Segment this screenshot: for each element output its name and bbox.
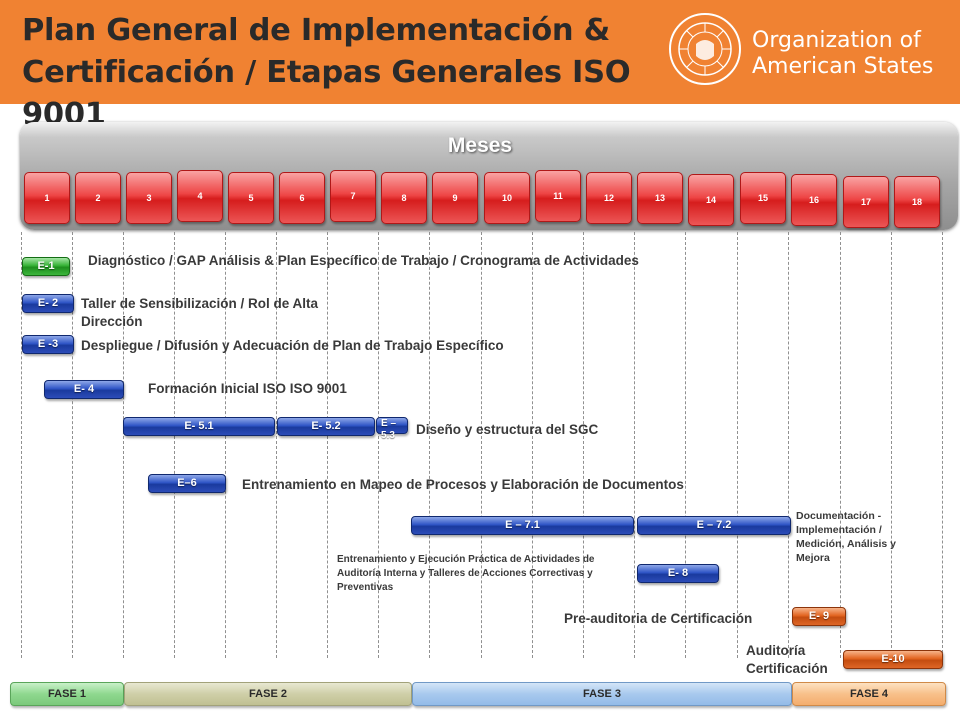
- stage-e10-label: Auditoría Certificación: [746, 643, 828, 676]
- stage-e2-label: Taller de Sensibilización / Rol de Alta …: [81, 296, 319, 329]
- stage-e5-1: E- 5.1: [123, 417, 275, 436]
- stage-e2: E- 2: [22, 294, 74, 313]
- month-divider: [685, 232, 686, 658]
- month-divider: [123, 232, 124, 658]
- stage-e9-label: Pre-auditoria de Certificación: [564, 611, 753, 626]
- month-divider: [583, 232, 584, 658]
- organization-name: Organization of American States: [752, 28, 933, 80]
- month-5: 5: [228, 172, 274, 224]
- month-13: 13: [637, 172, 683, 224]
- stage-e3-label: Despliegue / Difusión y Adecuación de Pl…: [81, 338, 504, 353]
- month-divider: [378, 232, 379, 658]
- month-10: 10: [484, 172, 530, 224]
- header-banner: [0, 0, 960, 104]
- month-1: 1: [24, 172, 70, 224]
- month-9: 9: [432, 172, 478, 224]
- phase-2: FASE 2: [124, 682, 412, 706]
- stage-e6: E–6: [148, 474, 226, 493]
- month-divider: [225, 232, 226, 658]
- month-divider: [788, 232, 789, 658]
- month-6: 6: [279, 172, 325, 224]
- month-divider: [737, 232, 738, 658]
- month-divider: [891, 232, 892, 658]
- month-14: 14: [688, 174, 734, 226]
- month-divider: [532, 232, 533, 658]
- month-16: 16: [791, 174, 837, 226]
- stage-e5-3-label: Diseño y estructura del SGC: [416, 422, 599, 437]
- org-name-line1: Organization of: [752, 28, 921, 53]
- month-2: 2: [75, 172, 121, 224]
- month-12: 12: [586, 172, 632, 224]
- month-divider: [72, 232, 73, 658]
- month-17: 17: [843, 176, 889, 228]
- month-18: 18: [894, 176, 940, 228]
- stage-e4: E- 4: [44, 380, 124, 399]
- stage-e5-2: E- 5.2: [277, 417, 375, 436]
- month-divider: [21, 232, 22, 658]
- month-divider: [840, 232, 841, 658]
- stage-e6-label: Entrenamiento en Mapeo de Procesos y Ela…: [242, 477, 684, 492]
- months-label: Meses: [447, 134, 513, 157]
- month-divider: [942, 232, 943, 658]
- phase-4: FASE 4: [792, 682, 946, 706]
- month-8: 8: [381, 172, 427, 224]
- stage-e7-2-label: Documentación - Implementación / Medició…: [796, 510, 896, 564]
- month-11: 11: [535, 170, 581, 222]
- stage-e9: E- 9: [792, 607, 846, 626]
- month-7: 7: [330, 170, 376, 222]
- phase-1: FASE 1: [10, 682, 124, 706]
- oas-seal-icon: [668, 12, 742, 86]
- phase-3: FASE 3: [412, 682, 792, 706]
- month-divider: [481, 232, 482, 658]
- month-divider: [327, 232, 328, 658]
- stage-e7-1: E – 7.1: [411, 516, 634, 535]
- stage-e3: E -3: [22, 335, 74, 354]
- month-divider: [276, 232, 277, 658]
- stage-e1-label: Diagnóstico / GAP Análisis & Plan Especí…: [88, 253, 639, 268]
- stage-e10: E-10: [843, 650, 943, 669]
- stage-e8: E- 8: [637, 564, 719, 583]
- stage-e7-2: E – 7.2: [637, 516, 791, 535]
- org-name-line2: American States: [752, 54, 934, 79]
- month-divider: [634, 232, 635, 658]
- month-3: 3: [126, 172, 172, 224]
- month-4: 4: [177, 170, 223, 222]
- stage-e5-3: E – 5.3: [376, 417, 408, 441]
- stage-e4-label: Formación Inicial ISO ISO 9001: [148, 381, 347, 396]
- month-15: 15: [740, 172, 786, 224]
- page-title: Plan General de Implementación & Certifi…: [22, 13, 631, 132]
- stage-e1: E-1: [22, 257, 70, 276]
- month-divider: [429, 232, 430, 658]
- month-divider: [174, 232, 175, 658]
- stage-e7-1-label: Entrenamiento y Ejecución Práctica de Ac…: [337, 554, 595, 593]
